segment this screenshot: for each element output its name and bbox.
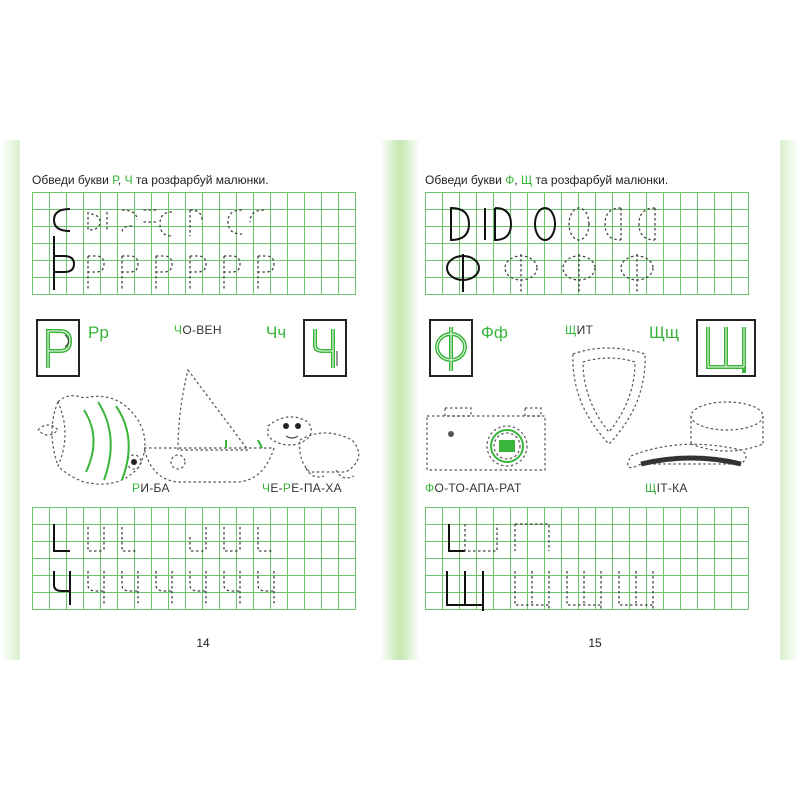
page-edge-left bbox=[0, 140, 22, 660]
instruction-suffix: та розфарбуй малюнки. bbox=[532, 173, 669, 187]
book-gutter bbox=[380, 140, 420, 660]
illustrations-fish-boat-turtle bbox=[37, 368, 360, 485]
page-number: 15 bbox=[588, 636, 602, 650]
word-part: Е- bbox=[270, 481, 283, 495]
word-highlight: Ч bbox=[262, 481, 271, 495]
letter-pair-label: Щщ bbox=[649, 323, 679, 342]
book-spread: Обведи букви Р, Ч та розфарбуй малюнки. bbox=[0, 140, 800, 660]
instruction-letter: Ф bbox=[505, 173, 515, 187]
word-highlight: Р bbox=[132, 481, 141, 495]
letter-pair-label: Рр bbox=[88, 323, 109, 342]
instruction-prefix: Обведи букви bbox=[32, 173, 113, 187]
illustrations-camera-shield-brush bbox=[426, 347, 764, 471]
word-rest: ІТ-КА bbox=[656, 481, 688, 495]
word-label: ЧЕ-РЕ-ПА-ХА bbox=[262, 481, 342, 495]
letter-r-icon bbox=[46, 329, 73, 368]
word-rest: И-БА bbox=[140, 481, 170, 495]
letter-card-ch bbox=[303, 319, 347, 377]
letter-f-icon bbox=[435, 327, 467, 371]
word-rest: Е-ПА-ХА bbox=[291, 481, 342, 495]
letter-card-r bbox=[36, 319, 80, 377]
word-highlight: Ф bbox=[425, 481, 435, 495]
instruction-separator: , bbox=[117, 173, 125, 187]
word-highlight: Р bbox=[282, 481, 292, 495]
instruction-text: Обведи букви Ф, Щ та розфарбуй малюнки. bbox=[425, 173, 668, 187]
word-label: ЧО-ВЕН bbox=[174, 323, 222, 337]
word-rest: РАТ bbox=[499, 481, 522, 495]
word-label: ЩИТ bbox=[565, 323, 593, 337]
word-highlight: Щ bbox=[645, 481, 657, 495]
word-label: ЩІТ-КА bbox=[645, 481, 688, 495]
left-page: Обведи букви Р, Ч та розфарбуй малюнки. bbox=[20, 140, 387, 660]
word-part: О-ТО-АПА- bbox=[434, 481, 500, 495]
letter-tracing-r bbox=[52, 208, 275, 290]
word-highlight: Ч bbox=[174, 323, 183, 337]
tracing-grid-bottom bbox=[425, 507, 749, 610]
right-page: Обведи букви Ф, Щ та розфарбуй малюнки. bbox=[413, 140, 780, 660]
tracing-grid-bottom bbox=[32, 507, 356, 610]
letter-tracing-ch bbox=[53, 524, 275, 605]
letter-ch-icon bbox=[313, 329, 338, 368]
instruction-separator: , bbox=[514, 173, 521, 187]
instruction-text: Обведи букви Р, Ч та розфарбуй малюнки. bbox=[32, 173, 269, 187]
word-label: ФО-ТО-АПА-РАТ bbox=[425, 481, 522, 495]
letter-shch-icon bbox=[706, 327, 746, 373]
instruction-prefix: Обведи букви bbox=[425, 173, 506, 187]
instruction-suffix: та розфарбуй малюнки. bbox=[132, 173, 269, 187]
letter-pair-label: Фф bbox=[481, 323, 508, 342]
letter-tracing-shch bbox=[446, 523, 654, 611]
word-label: РИ-БА bbox=[132, 481, 170, 495]
instruction-letter: Р bbox=[112, 173, 118, 187]
word-rest: ИТ bbox=[576, 323, 594, 337]
word-rest: О-ВЕН bbox=[182, 323, 222, 337]
page-edge-right bbox=[778, 140, 800, 660]
instruction-letter: Ч bbox=[124, 173, 133, 187]
tracing-grid-top bbox=[32, 192, 356, 295]
word-highlight: Щ bbox=[565, 323, 577, 337]
letter-pair-label: Чч bbox=[266, 323, 287, 342]
letter-card-f bbox=[429, 319, 473, 377]
page-number: 14 bbox=[196, 636, 210, 650]
instruction-letter: Щ bbox=[520, 173, 533, 187]
letter-card-shch bbox=[696, 319, 756, 377]
letter-tracing-f bbox=[446, 206, 656, 292]
tracing-grid-top bbox=[425, 192, 749, 295]
